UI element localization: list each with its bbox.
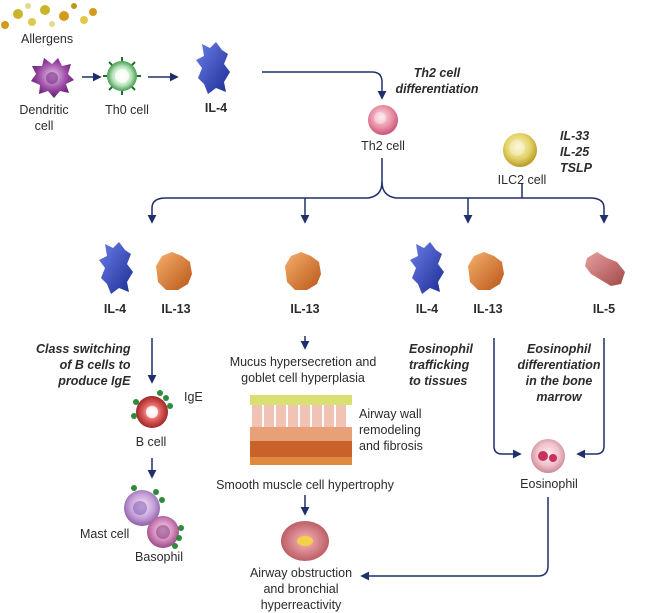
il13-protein-a-icon [156, 252, 192, 290]
allergen-particles-icon [1, 3, 97, 29]
th2-differentiation-label: Th2 cell differentiation [395, 66, 479, 96]
th0-cell-label: Th0 cell [105, 103, 149, 117]
th2-cell-label: Th2 cell [361, 139, 405, 153]
il4-top-label: IL-4 [204, 101, 228, 115]
eosinophil-differentiation-label: Eosinophil differentiation in the bone m… [517, 342, 601, 404]
ilc2-cell-label: ILC2 cell [497, 173, 547, 187]
mast-cell-icon [124, 485, 165, 526]
eosinophil-trafficking-label: Eosinophil trafficking to tissues [409, 342, 473, 388]
class-switching-label: Class switching of B cells to produce Ig… [36, 342, 131, 388]
mucus-hypersecretion-label: Mucus hypersecretion and goblet cell hyp… [229, 355, 377, 385]
arrow-th2-to-branches [147, 158, 383, 224]
th0-cell-icon [103, 57, 141, 95]
basophil-label: Basophil [135, 550, 183, 564]
il13-c-label: IL-13 [473, 302, 503, 316]
airway-remodeling-label: Airway wall remodeling and fibrosis [359, 407, 423, 453]
ilc2-cell-icon [503, 133, 537, 167]
b-cell-icon [131, 390, 173, 428]
il4-protein-top-icon [196, 42, 230, 94]
eosinophil-icon [531, 439, 565, 473]
airway-obstruction-label: Airway obstruction and bronchial hyperre… [249, 566, 353, 612]
b-cell-label: B cell [135, 435, 167, 449]
il4-protein-c-icon [410, 242, 444, 294]
il5-label: IL-5 [592, 302, 616, 316]
il5-protein-icon [585, 252, 625, 286]
smooth-muscle-label: Smooth muscle cell hypertrophy [216, 478, 394, 492]
basophil-icon [147, 516, 184, 549]
il4-a-label: IL-4 [103, 302, 127, 316]
eosinophil-label: Eosinophil [520, 477, 578, 491]
ige-label: IgE [184, 390, 203, 404]
dendritic-cell-icon [31, 58, 74, 98]
arrow-il4-to-th2 [262, 71, 387, 100]
arrow-eosinophil-to-airway [360, 497, 549, 581]
il4-c-label: IL-4 [415, 302, 439, 316]
airway-cross-section-icon [281, 521, 329, 561]
mast-cell-label: Mast cell [80, 527, 130, 541]
arrow-branch-il5 [381, 181, 609, 224]
th2-cell-icon [368, 105, 398, 135]
il13-protein-c-icon [468, 252, 504, 290]
il4-protein-a-icon [99, 242, 133, 294]
il13-b-label: IL-13 [290, 302, 320, 316]
ilc2-cytokines-label: IL-33 IL-25 TSLP [560, 129, 592, 175]
il13-a-label: IL-13 [161, 302, 191, 316]
arrow-il13-to-eosinophil [493, 338, 522, 459]
dendritic-cell-label: Dendritic cell [19, 103, 69, 133]
arrow-il5-to-eosinophil [576, 338, 605, 459]
allergens-label: Allergens [21, 32, 74, 46]
il13-protein-b-icon [285, 252, 321, 290]
airway-wall-tissue-icon [250, 395, 352, 465]
